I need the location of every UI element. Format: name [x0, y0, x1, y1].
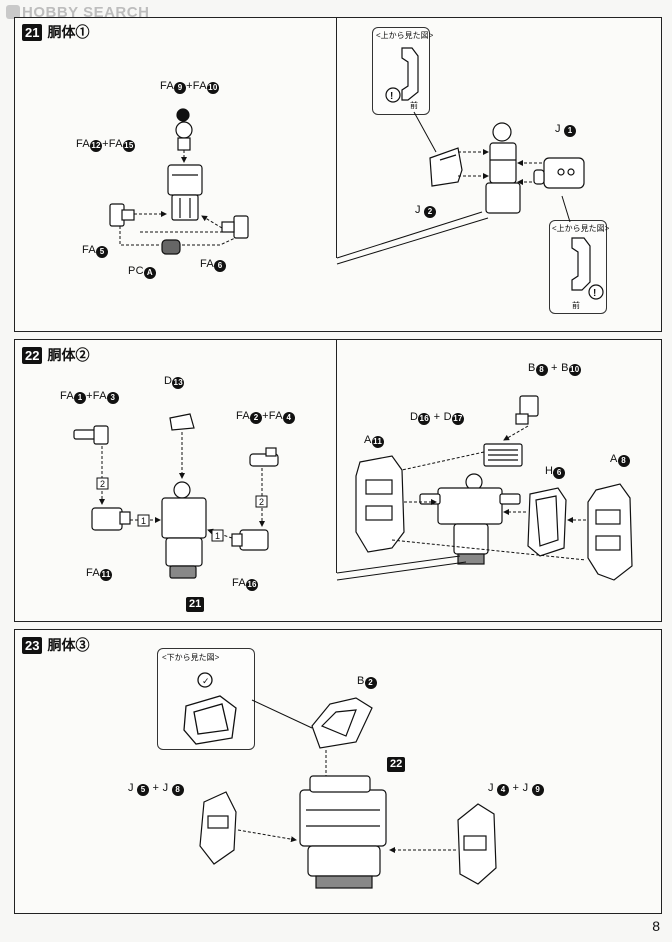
front-label-right: 前: [572, 301, 580, 310]
svg-text:!: !: [593, 288, 596, 299]
step22-h6-frame: [527, 487, 567, 557]
step-21-header: 21 胴体①: [22, 22, 89, 42]
page-number: 8: [652, 918, 660, 934]
step22-b8-part: [515, 395, 539, 425]
step22-gun-arm-left: [73, 425, 109, 445]
label-j4-j9: J 4 + J 9: [488, 782, 544, 796]
label-a11: A11: [364, 434, 384, 448]
step21-j2-part: [429, 147, 463, 187]
step-21-number: 21: [22, 23, 43, 41]
label-fa12-fa15: FA12+FA15: [76, 138, 135, 152]
step22-order-markers: 2 1 1 2: [96, 477, 268, 542]
step21-side-arm-left: [109, 203, 135, 227]
step23-b2-part: [311, 697, 373, 749]
order-marker-2a: 2: [100, 479, 105, 489]
label-fa11: FA11: [86, 567, 113, 581]
label-j2: J 2: [415, 204, 437, 218]
top-view-box-left: [372, 27, 430, 115]
step21-torso-body: [167, 164, 203, 221]
label-d13: D13: [164, 375, 185, 389]
step23-main-body: [299, 775, 387, 889]
step21-side-arm-right: [221, 215, 249, 239]
bottom-view-label: <下から見た図>: [162, 653, 220, 662]
label-d16-d17: D16 + D17: [410, 411, 464, 425]
label-j1: J 1: [555, 123, 577, 137]
step22-gun-arm-right: [249, 447, 279, 467]
step22-center-torso: [161, 481, 207, 579]
step22-shoulder-left: [91, 507, 131, 531]
step22-d13-cap: [169, 413, 195, 431]
label-j5-j8: J 5 + J 8: [128, 782, 184, 796]
step23-j5-side: [199, 791, 237, 865]
step22-d16-vent: [483, 443, 523, 467]
bottom-view-box: [157, 648, 255, 750]
top-view-label-right: <上から見た図>: [552, 224, 610, 233]
watermark: HOBBY SEARCH: [6, 4, 149, 21]
step-22-header: 22 胴体②: [22, 345, 89, 365]
step-23-header: 23 胴体③: [22, 635, 89, 655]
step-22-title: 胴体②: [47, 347, 90, 363]
step21-right-torso: [485, 122, 521, 214]
order-marker-1b: 1: [215, 531, 220, 541]
step21-j1-part: [533, 157, 585, 189]
step-21-title: 胴体①: [47, 24, 90, 40]
step23-j4-side: [457, 803, 497, 885]
order-marker-2b: 2: [259, 497, 264, 507]
svg-text:✓: ✓: [202, 676, 210, 686]
bottom-view-part: ✓: [183, 672, 237, 745]
top-view-part-right: !: [571, 237, 604, 300]
svg-text:!: !: [390, 91, 393, 102]
step22-a8-panel: [587, 483, 633, 581]
badge-step-22-ref: 22: [387, 757, 406, 772]
step21-pc-joint: [161, 239, 181, 255]
step22-center-torso-right: [419, 473, 521, 565]
label-fa16: FA16: [232, 577, 259, 591]
watermark-logo-icon: [6, 5, 20, 19]
step-22-divider: [336, 340, 337, 573]
step21-head-ball: [175, 108, 193, 151]
step22-shoulder-right: [231, 529, 269, 551]
front-label-left: 前: [410, 101, 418, 110]
top-view-part-left: !: [385, 47, 419, 103]
step-21-divider: [336, 18, 337, 258]
order-marker-1a: 1: [141, 516, 146, 526]
step-22-number: 22: [22, 346, 43, 364]
top-view-label-left: <上から見た図>: [376, 31, 434, 40]
badge-step-21-ref: 21: [186, 597, 205, 612]
step-22-panel: [14, 339, 662, 622]
step-23-title: 胴体③: [47, 637, 90, 653]
step-23-number: 23: [22, 636, 43, 654]
step22-a11-panel: [355, 455, 405, 553]
